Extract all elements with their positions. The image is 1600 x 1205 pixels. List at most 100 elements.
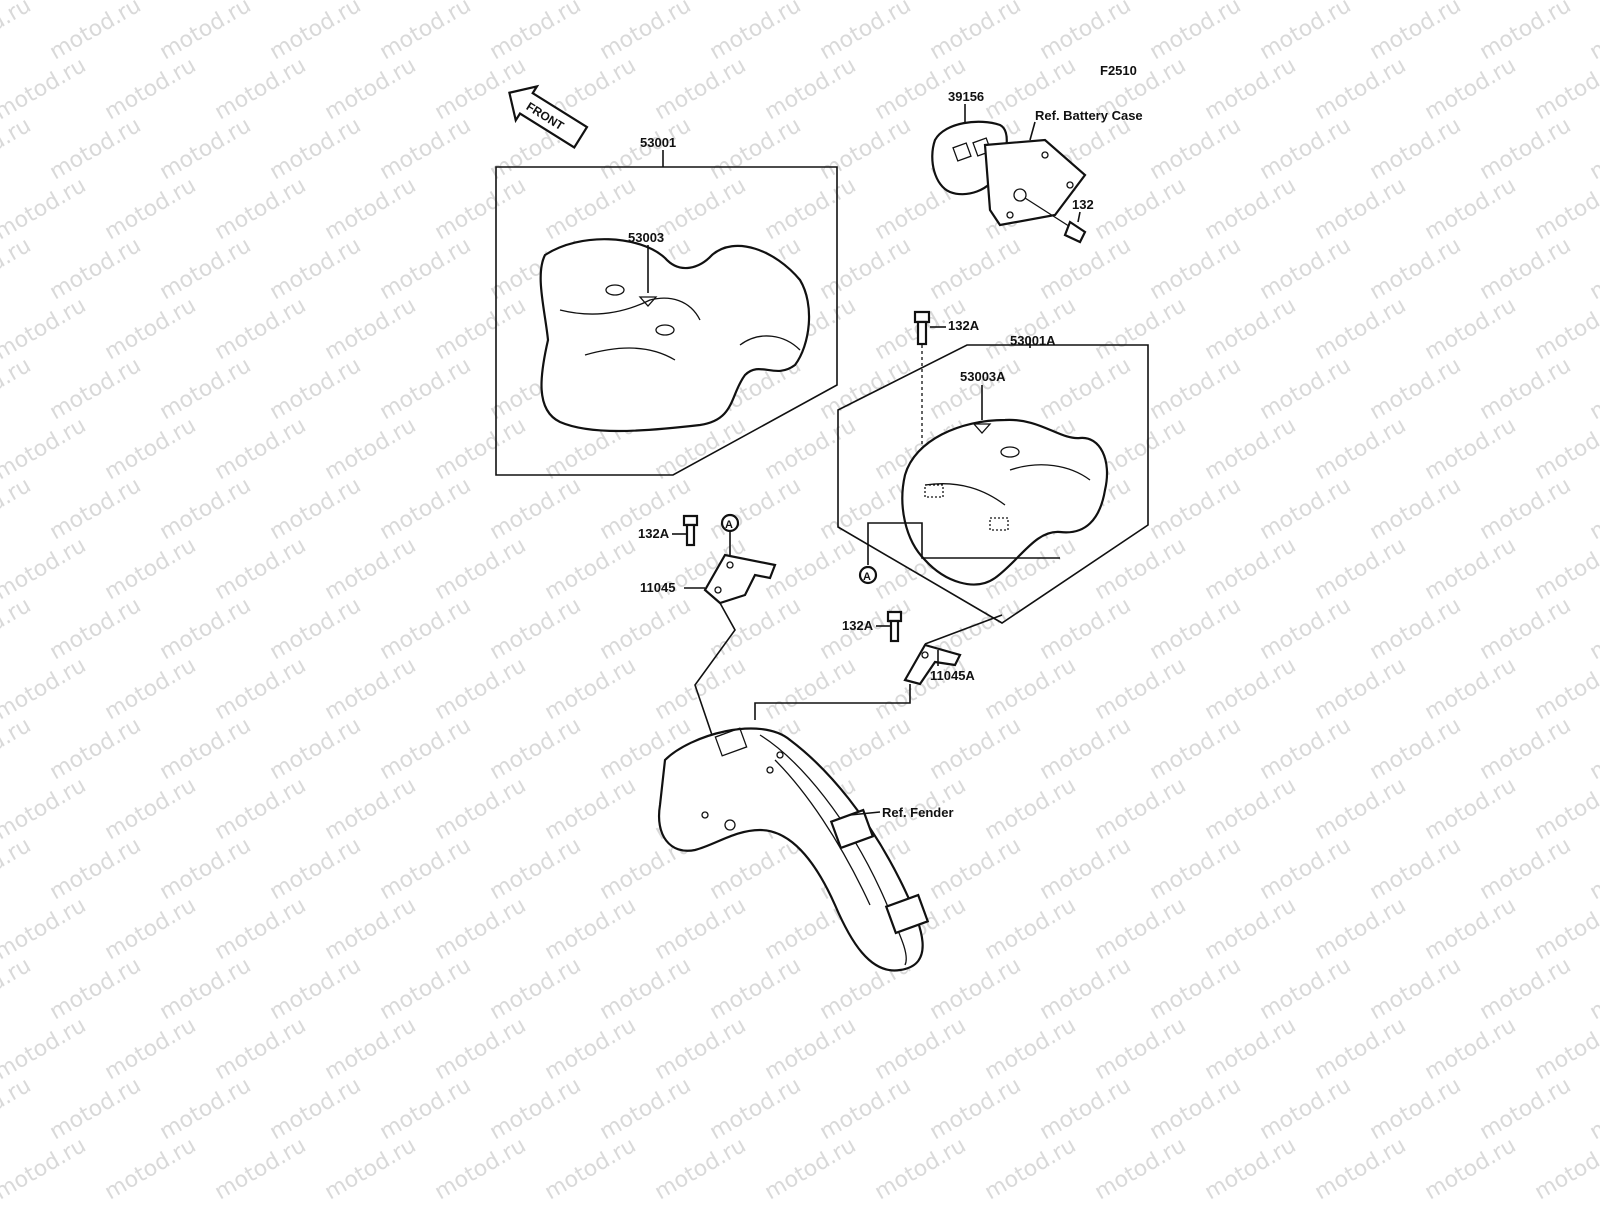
watermark-text-221: motod.ru: [321, 533, 421, 605]
watermark-text-412: motod.ru: [1531, 1133, 1600, 1200]
watermark-text-229: motod.ru: [1201, 533, 1301, 605]
watermark-text-304: motod.ru: [1531, 773, 1600, 845]
watermark-text-386: motod.ru: [706, 1073, 806, 1145]
watermark-text-94: motod.ru: [266, 113, 366, 185]
watermark-text-295: motod.ru: [541, 773, 641, 845]
watermark-text-136: motod.ru: [926, 233, 1026, 305]
figure-code: F2510: [1100, 63, 1137, 78]
watermark-text-366: motod.ru: [431, 1013, 531, 1085]
callout-53001a: 53001A: [1010, 333, 1056, 348]
watermark-text-157: motod.ru: [1201, 293, 1301, 365]
watermark-text-172: motod.ru: [926, 353, 1026, 425]
watermark-text-176: motod.ru: [1366, 353, 1466, 425]
watermark-text-382: motod.ru: [266, 1073, 366, 1145]
watermark-text-267: motod.ru: [1421, 653, 1521, 725]
watermark-text-149: motod.ru: [321, 293, 421, 365]
watermark-text-248: motod.ru: [1366, 593, 1466, 665]
watermark-text-241: motod.ru: [596, 593, 696, 665]
watermark-text-138: motod.ru: [1146, 233, 1246, 305]
watermark-text-164: motod.ru: [46, 353, 146, 425]
watermark-text-238: motod.ru: [266, 593, 366, 665]
watermark-text-424: motod.ru: [926, 1193, 1026, 1200]
watermark-text-387: motod.ru: [816, 1073, 916, 1145]
watermark-text-102: motod.ru: [1146, 113, 1246, 185]
watermark-text-207: motod.ru: [816, 473, 916, 545]
watermark-text-406: motod.ru: [871, 1133, 971, 1200]
watermark-text-286: motod.ru: [1586, 713, 1600, 785]
callout-132: 132: [1072, 197, 1094, 212]
watermark-text-405: motod.ru: [761, 1133, 861, 1200]
watermark-text-426: motod.ru: [1146, 1193, 1246, 1200]
watermark-text-127: motod.ru: [0, 233, 35, 305]
seat-main-icon: [541, 239, 809, 431]
watermark-text-222: motod.ru: [431, 533, 531, 605]
watermark-text-206: motod.ru: [706, 473, 806, 545]
watermark-text-363: motod.ru: [101, 1013, 201, 1085]
callout-53001: 53001: [640, 135, 676, 150]
watermark-text-135: motod.ru: [816, 233, 916, 305]
watermark-text-199: motod.ru: [0, 473, 35, 545]
watermark-text-375: motod.ru: [1421, 1013, 1521, 1085]
watermark-text-189: motod.ru: [761, 413, 861, 485]
watermark-text-128: motod.ru: [46, 233, 146, 305]
watermark-text-385: motod.ru: [596, 1073, 696, 1145]
watermark-text-86: motod.ru: [1311, 53, 1411, 125]
watermark-text-114: motod.ru: [431, 173, 531, 245]
watermark-text-57: motod.ru: [156, 0, 256, 65]
watermark-text-355: motod.ru: [1256, 953, 1356, 1025]
watermark-text-105: motod.ru: [1476, 113, 1576, 185]
watermark-text-174: motod.ru: [1146, 353, 1246, 425]
watermark-text-184: motod.ru: [211, 413, 311, 485]
watermark-text-112: motod.ru: [211, 173, 311, 245]
watermark-text-115: motod.ru: [541, 173, 641, 245]
watermark-text-70: motod.ru: [1586, 0, 1600, 65]
watermark-text-292: motod.ru: [211, 773, 311, 845]
watermark-text-409: motod.ru: [1201, 1133, 1301, 1200]
watermark-text-62: motod.ru: [706, 0, 806, 65]
watermark-text-193: motod.ru: [1201, 413, 1301, 485]
watermark-text-142: motod.ru: [1586, 233, 1600, 305]
watermark-text-60: motod.ru: [486, 0, 586, 65]
watermark-text-393: motod.ru: [1476, 1073, 1576, 1145]
watermark-text-311: motod.ru: [376, 833, 476, 905]
watermark-text-372: motod.ru: [1091, 1013, 1191, 1085]
seat-alt-icon: [902, 420, 1107, 585]
watermark-text-148: motod.ru: [211, 293, 311, 365]
watermark-text-282: motod.ru: [1146, 713, 1246, 785]
watermark-text-352: motod.ru: [926, 953, 1026, 1025]
watermark-text-316: motod.ru: [926, 833, 1026, 905]
watermark-text-236: motod.ru: [46, 593, 146, 665]
watermark-text-261: motod.ru: [761, 653, 861, 725]
watermark-text-111: motod.ru: [101, 173, 201, 245]
watermark-text-257: motod.ru: [321, 653, 421, 725]
watermark-text-353: motod.ru: [1036, 953, 1136, 1025]
watermark-text-416: motod.ru: [46, 1193, 146, 1200]
watermark-text-294: motod.ru: [431, 773, 531, 845]
watermark-text-92: motod.ru: [46, 113, 146, 185]
watermark-text-175: motod.ru: [1256, 353, 1356, 425]
watermark-text-228: motod.ru: [1091, 533, 1191, 605]
watermark-text-384: motod.ru: [486, 1073, 586, 1145]
watermark-text-407: motod.ru: [981, 1133, 1081, 1200]
watermark-text-256: motod.ru: [211, 653, 311, 725]
watermark-text-389: motod.ru: [1036, 1073, 1136, 1145]
watermark-text-370: motod.ru: [871, 1013, 971, 1085]
watermark-text-65: motod.ru: [1036, 0, 1136, 65]
watermark-text-388: motod.ru: [926, 1073, 1026, 1145]
watermark-text-319: motod.ru: [1256, 833, 1356, 905]
callout-53003a: 53003A: [960, 369, 1006, 384]
watermark-text-362: motod.ru: [0, 1013, 90, 1085]
watermark-text-200: motod.ru: [46, 473, 146, 545]
watermark-text-130: motod.ru: [266, 233, 366, 305]
watermark-text-156: motod.ru: [1091, 293, 1191, 365]
watermark-text-274: motod.ru: [266, 713, 366, 785]
watermark-text-204: motod.ru: [486, 473, 586, 545]
watermark-text-254: motod.ru: [0, 653, 90, 725]
watermark-text-245: motod.ru: [1036, 593, 1136, 665]
callout-53003: 53003: [628, 230, 664, 245]
watermark-text-91: motod.ru: [0, 113, 35, 185]
watermark-text-150: motod.ru: [431, 293, 531, 365]
watermark-text-247: motod.ru: [1256, 593, 1356, 665]
